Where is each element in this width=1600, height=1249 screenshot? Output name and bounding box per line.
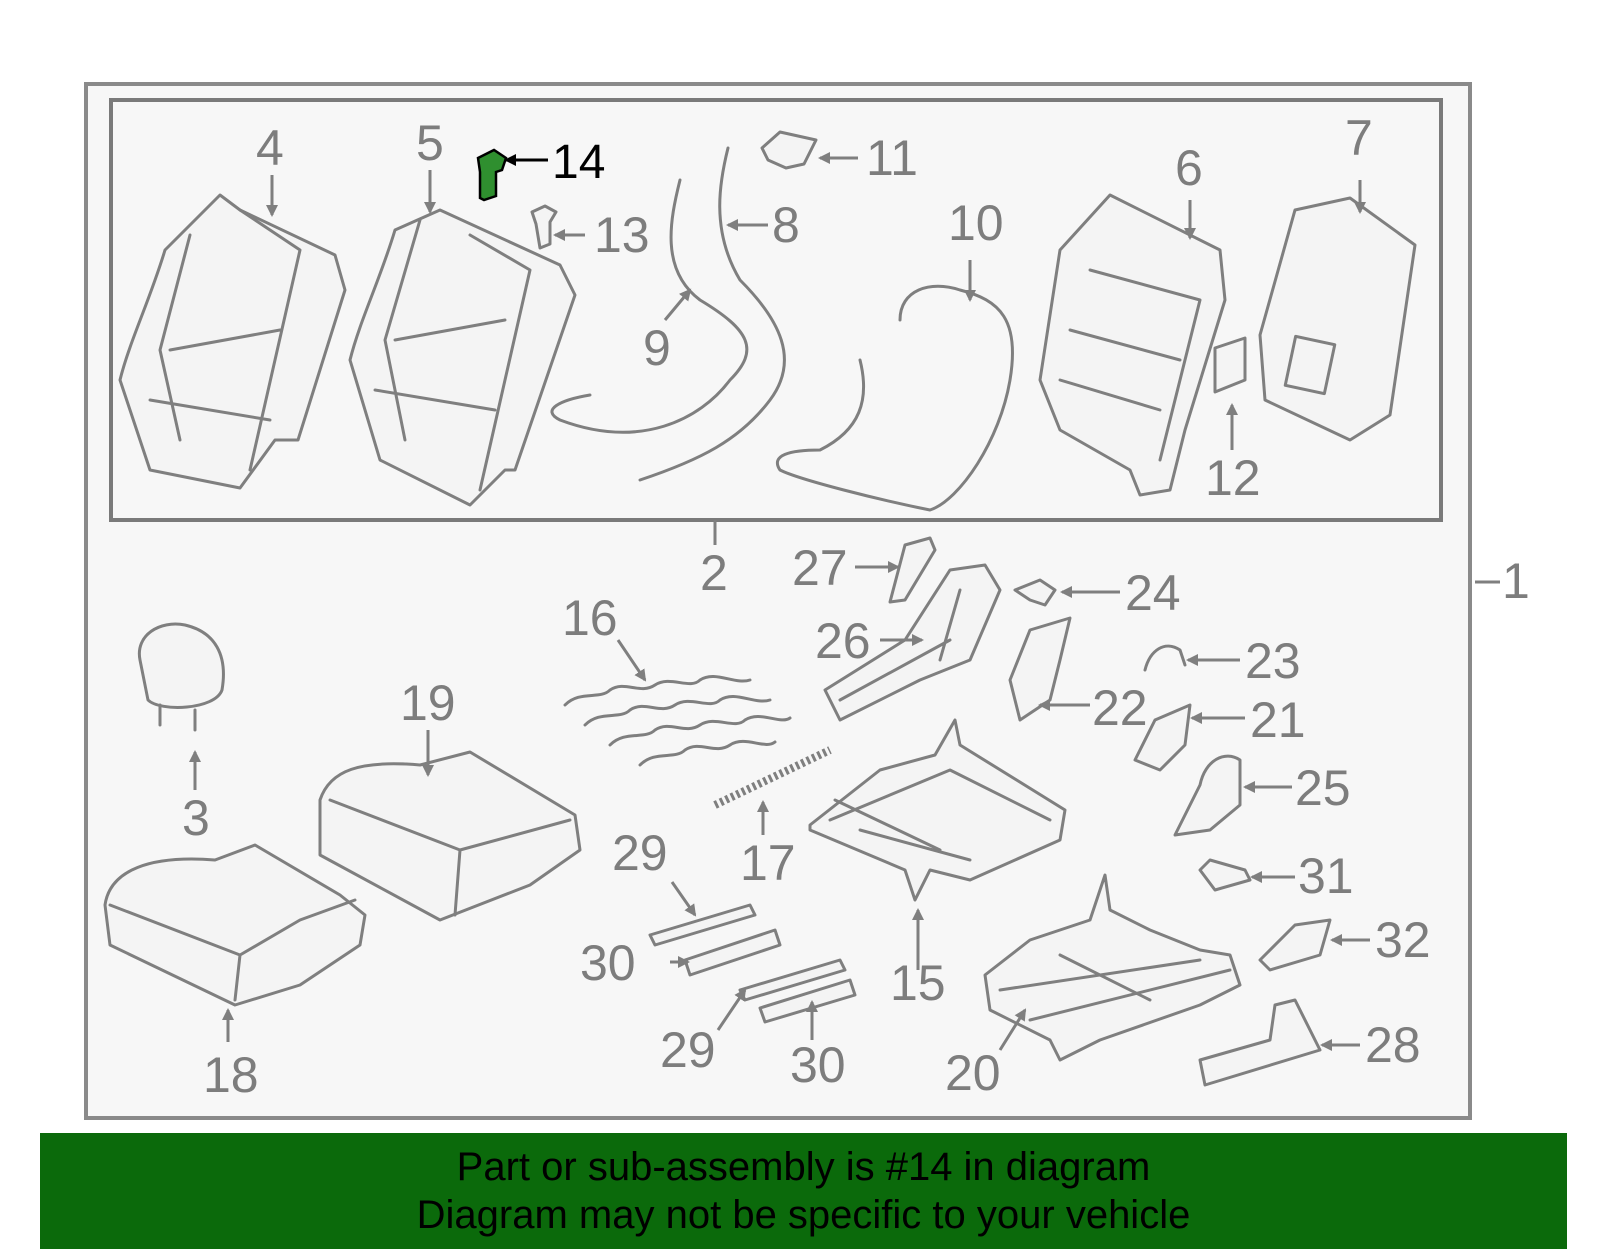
callout-15: 15 [890,955,946,1011]
callout-22: 22 [1092,680,1148,736]
headrest-3 [137,622,225,732]
cable-8 [638,146,786,482]
callout-28: 28 [1365,1017,1421,1073]
callout-19: 19 [400,675,456,731]
callout-27: 27 [792,540,848,596]
callout-14: 14 [552,136,605,189]
rail-30a [683,928,782,977]
wire-harness-10 [776,284,1015,512]
part-23 [1143,644,1187,672]
callout-5: 5 [416,115,444,171]
rail-29a [648,903,757,947]
callout-6: 6 [1175,140,1203,196]
seat-parts-diagram: 1 2 3 4 5 6 7 8 9 10 11 12 13 14 15 16 1… [84,82,1530,1120]
caption-banner: Part or sub-assembly is #14 in diagram D… [40,1133,1567,1249]
callout-7: 7 [1345,110,1373,166]
callout-4: 4 [256,120,284,176]
callout-21: 21 [1250,692,1306,748]
cable-9 [550,178,749,434]
highlighted-part-14 [476,148,508,202]
callout-3: 3 [182,790,210,846]
part-22 [1008,616,1072,722]
seat-cushion-cover-18 [103,843,367,1007]
callout-31: 31 [1298,848,1354,904]
seat-back-cover-4 [118,193,347,490]
part-12-knob [1213,336,1247,394]
part-32 [1258,918,1332,972]
callout-29-upper: 29 [612,825,668,881]
callout-16: 16 [562,590,618,646]
callout-18: 18 [203,1047,259,1103]
caption-line-part: Part or sub-assembly is #14 in diagram [456,1145,1151,1189]
part-24 [1013,578,1057,607]
cushion-frame-15 [808,718,1067,902]
seat-back-cover-5 [348,208,577,507]
callout-9: 9 [643,320,671,376]
seat-back-frame-6 [1038,193,1227,497]
seat-cushion-pad-19 [318,750,582,922]
part-21 [1133,703,1192,772]
callout-30-lower: 30 [790,1037,846,1093]
part-28-cover [1198,998,1322,1087]
callout-26: 26 [815,613,871,669]
part-13-clip [530,204,558,250]
part-31 [1198,858,1252,892]
callout-1: 1 [1502,553,1530,609]
callout-13: 13 [594,207,650,263]
caption-line-disclaimer: Diagram may not be specific to your vehi… [416,1193,1191,1237]
callout-12: 12 [1205,450,1261,506]
callout-23: 23 [1245,633,1301,689]
callout-25: 25 [1295,760,1351,816]
callout-2: 2 [700,545,728,601]
callout-10: 10 [948,195,1004,251]
callout-32: 32 [1375,912,1431,968]
callout-17: 17 [740,835,796,891]
callout-24: 24 [1125,565,1181,621]
callout-11: 11 [866,130,918,186]
part-11-bracket [760,130,818,170]
callout-30-upper: 30 [580,935,636,991]
spring-mat-16 [563,674,792,767]
callout-29-lower: 29 [660,1022,716,1078]
part-27-trim [888,536,937,604]
part-25 [1173,754,1242,837]
callout-20: 20 [945,1045,1001,1101]
callout-8: 8 [772,197,800,253]
seat-adjuster-20 [983,873,1242,1062]
